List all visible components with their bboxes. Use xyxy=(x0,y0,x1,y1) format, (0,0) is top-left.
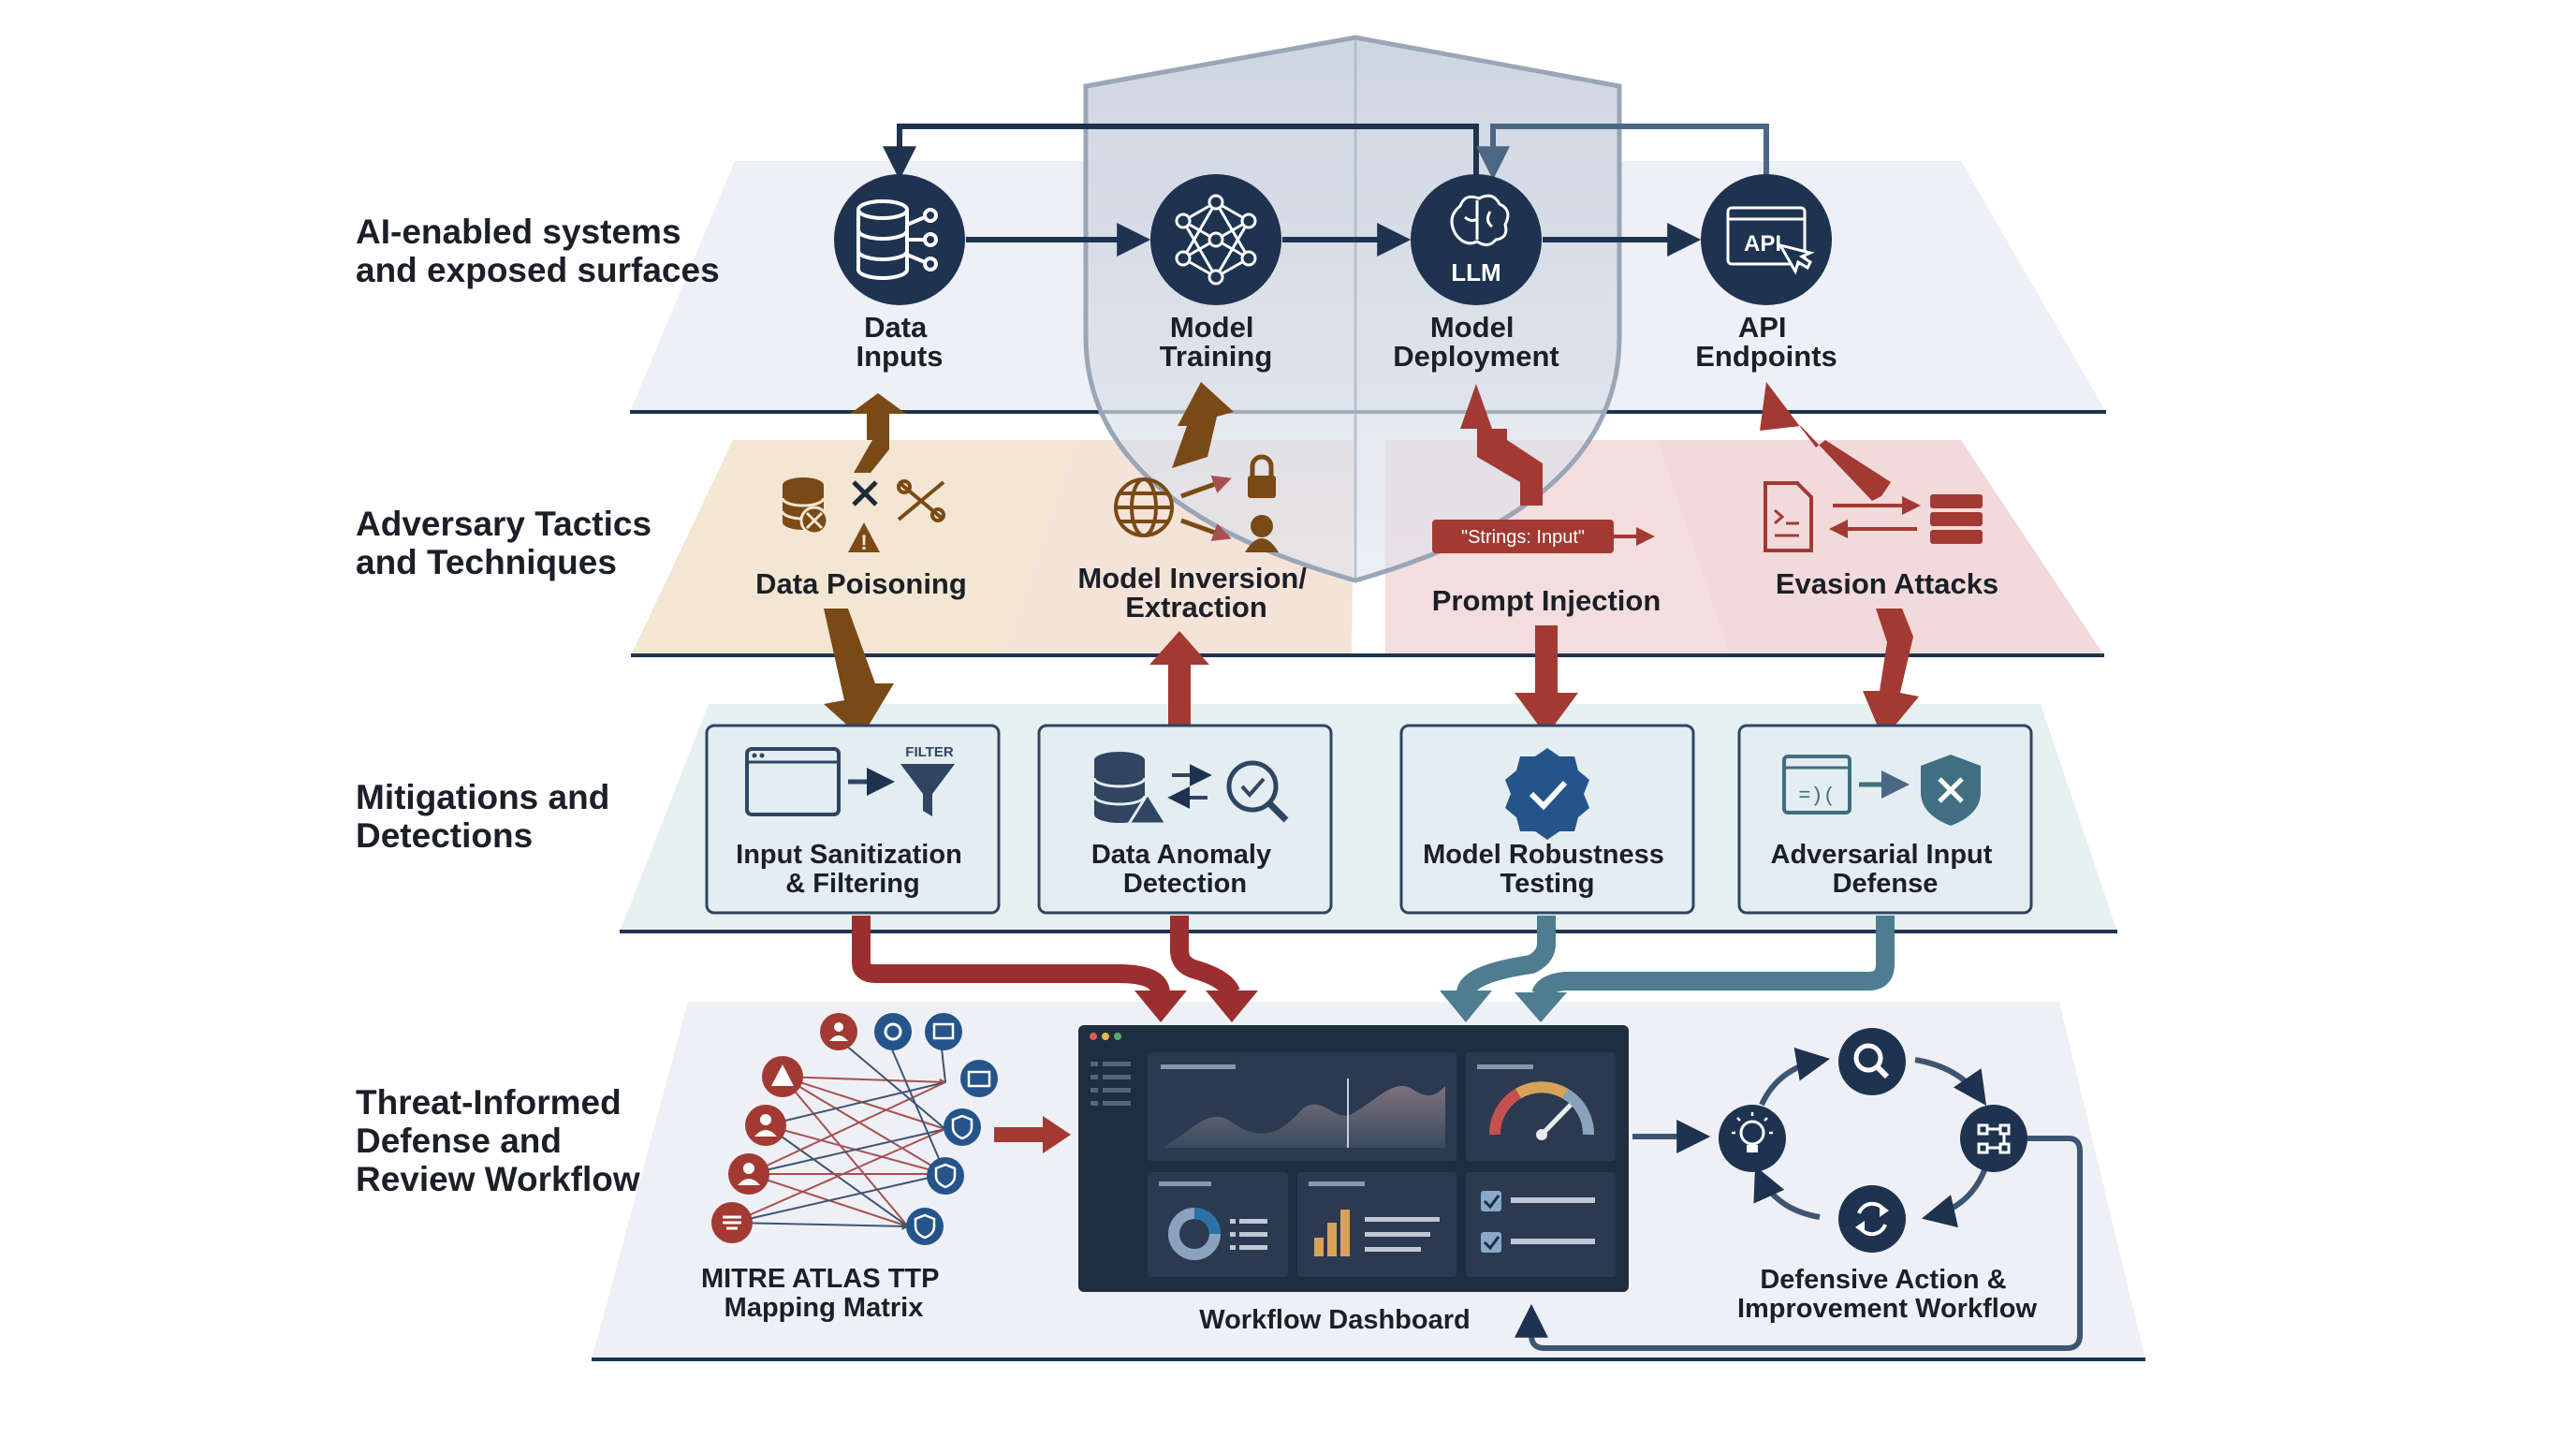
matrix-label: MITRE ATLAS TTP Mapping Matrix xyxy=(701,1264,946,1323)
mitre-atlas-matrix: MITRE ATLAS TTP Mapping Matrix xyxy=(701,1013,998,1323)
svg-text:"Strings: Input": "Strings: Input" xyxy=(1461,527,1585,548)
malicious-string-icon: "Strings: Input" xyxy=(1432,520,1655,553)
tactic-prompt-injection: "Strings: Input" Prompt Injection xyxy=(1432,520,1661,617)
globe-spy-lock-icon xyxy=(1114,454,1279,552)
dashboard-checklist xyxy=(1466,1172,1616,1277)
system-node-model-training: Model Training xyxy=(1150,174,1281,373)
svg-text:=)(: =)( xyxy=(1798,785,1836,808)
tactic-label-evasion-attacks: Evasion Attacks xyxy=(1776,567,1998,600)
system-label-api-endpoints: API Endpoints xyxy=(1695,311,1837,373)
document-exchange-icon xyxy=(1764,481,1983,552)
mitigation-label-input-sanitization: Input Sanitization & Filtering xyxy=(736,840,970,899)
attack-arrow-poisoning-to-data xyxy=(850,393,906,473)
system-node-model-deployment: LLM Model Deployment xyxy=(1393,174,1559,373)
feedback-loop-arrow-api-deployment xyxy=(1476,124,1769,181)
attack-arrow-injection-to-deployment xyxy=(1460,384,1543,506)
brain-llm-icon xyxy=(1450,194,1510,246)
mitigation-model-robustness: Model Robustness Testing xyxy=(1399,724,1695,915)
database-search-icon xyxy=(1092,752,1289,826)
mitigation-label-data-anomaly: Data Anomaly Detection xyxy=(1091,840,1279,899)
flow-arrow-sanitization-to-dashboard xyxy=(852,916,1170,995)
filter-icon: FILTER xyxy=(745,744,955,816)
tactic-evasion-attacks: Evasion Attacks xyxy=(1764,481,1998,600)
attack-arrow-poisoning-to-sanitization xyxy=(824,609,894,738)
tactic-model-inversion: Model Inversion/ Extraction xyxy=(1077,454,1314,624)
layer-label-mitigations: Mitigations and Detections xyxy=(356,778,620,855)
threat-node-icon xyxy=(820,1013,857,1050)
mitigation-label-model-robustness: Model Robustness Testing xyxy=(1423,840,1672,899)
threat-node-icon xyxy=(762,1056,803,1097)
flow-arrow-adversarial-to-dashboard xyxy=(1531,916,1895,999)
cycle-label: Defensive Action & Improvement Workflow xyxy=(1737,1265,2038,1324)
feedback-loop-arrow-cycle-to-dashboard xyxy=(1515,1136,2083,1351)
poisoned-database-icon: ! xyxy=(781,477,945,554)
neural-network-icon xyxy=(1175,194,1257,286)
api-badge-text: API xyxy=(1744,231,1781,257)
attack-arrow-inversion-to-training xyxy=(1172,382,1234,468)
attack-arrow-evasion-to-api xyxy=(1760,382,1891,501)
dashboard-bar-chart xyxy=(1297,1172,1456,1277)
matrix-connections xyxy=(731,1029,947,1230)
dashboard-donut-chart xyxy=(1148,1172,1288,1277)
svg-text:!: ! xyxy=(860,531,867,554)
threat-node-icon xyxy=(745,1105,786,1146)
defense-node-icon xyxy=(906,1208,944,1245)
mitigation-adversarial-defense: =)( Adversarial Input Defense xyxy=(1737,724,2033,915)
system-label-model-training: Model Training xyxy=(1160,311,1273,373)
dashboard-area-chart xyxy=(1148,1052,1456,1161)
tactic-label-prompt-injection: Prompt Injection xyxy=(1432,584,1661,617)
tactic-label-data-poisoning: Data Poisoning xyxy=(755,567,967,600)
dashboard-label: Workflow Dashboard xyxy=(1199,1305,1471,1335)
tactic-label-model-inversion: Model Inversion/ Extraction xyxy=(1077,562,1314,624)
lightbulb-icon xyxy=(1719,1105,1786,1172)
svg-text:FILTER: FILTER xyxy=(905,744,954,760)
dashboard-sidebar xyxy=(1090,1062,1131,1106)
system-node-api-endpoints: API API Endpoints xyxy=(1695,174,1837,373)
defensive-action-cycle: Defensive Action & Improvement Workflow xyxy=(1719,1028,2037,1324)
verified-badge-icon xyxy=(1505,748,1589,840)
workflow-dashboard: Workflow Dashboard xyxy=(1078,1025,1629,1335)
layer-label-systems: AI-enabled systems and exposed surfaces xyxy=(356,213,720,289)
llm-badge-text: LLM xyxy=(1451,258,1500,286)
system-node-data-inputs: Data Inputs xyxy=(834,174,965,373)
layer-label-workflow: Threat-Informed Defense and Review Workf… xyxy=(356,1083,640,1198)
code-shield-icon: =)( xyxy=(1782,755,1981,826)
database-network-icon xyxy=(856,199,938,280)
threat-node-icon xyxy=(728,1153,769,1195)
tactic-data-poisoning: ! Data Poisoning xyxy=(755,477,967,600)
system-label-model-deployment: Model Deployment xyxy=(1393,311,1559,373)
flow-arrow-robustness-to-dashboard xyxy=(1456,916,1556,995)
mitigation-input-sanitization: FILTER Input Sanitization & Filtering xyxy=(705,724,1001,915)
refresh-icon xyxy=(1838,1185,1906,1253)
dashboard-gauge xyxy=(1466,1052,1616,1161)
attack-arrow-injection-to-robustness xyxy=(1515,625,1578,736)
defense-node-icon xyxy=(874,1013,912,1050)
defense-node-icon xyxy=(960,1060,998,1097)
mitigation-data-anomaly: Data Anomaly Detection xyxy=(1037,724,1333,915)
defense-node-icon xyxy=(925,1013,962,1050)
mitigation-label-adversarial-defense: Adversarial Input Defense xyxy=(1771,840,2000,899)
api-window-icon xyxy=(1726,206,1815,275)
workflow-diagram-icon xyxy=(1960,1105,2027,1172)
layer-label-tactics: Adversary Tactics and Techniques xyxy=(356,505,661,581)
matrix-to-dashboard-arrow xyxy=(994,1116,1071,1153)
flow-arrow-anomaly-to-dashboard xyxy=(1170,916,1240,997)
search-icon xyxy=(1838,1028,1906,1095)
attack-arrow-evasion-to-adversarial xyxy=(1863,609,1919,740)
threat-node-icon xyxy=(711,1202,753,1243)
defense-node-icon xyxy=(927,1157,964,1195)
system-label-data-inputs: Data Inputs xyxy=(856,311,944,373)
defense-node-icon xyxy=(944,1108,981,1146)
detect-arrow-anomaly-to-inversion xyxy=(1149,631,1209,740)
